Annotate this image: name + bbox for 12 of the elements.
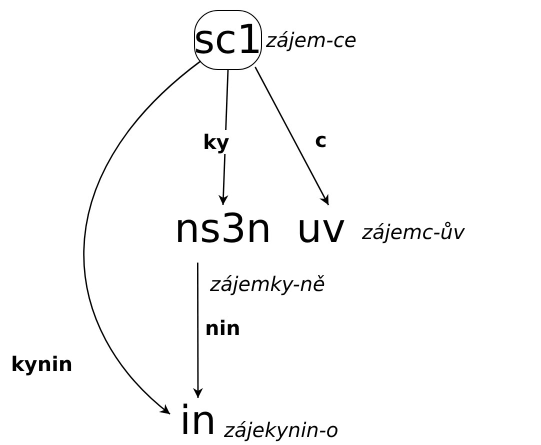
node-text: ns3n (168, 205, 278, 253)
node-annotation: zájemky-ně (210, 272, 325, 296)
edge-label: ky (202, 130, 230, 154)
node-annotation: zájekynin-o (224, 418, 338, 442)
arrow (192, 262, 203, 398)
node-annotation: zájemc-ův (362, 220, 465, 244)
arrow (83, 60, 202, 415)
node-annotation: zájem-ce (266, 28, 357, 52)
rounded-node: sc1 (194, 10, 262, 70)
node-text: uv (296, 205, 346, 253)
arrow (254, 66, 330, 206)
node-text: in (178, 398, 218, 444)
